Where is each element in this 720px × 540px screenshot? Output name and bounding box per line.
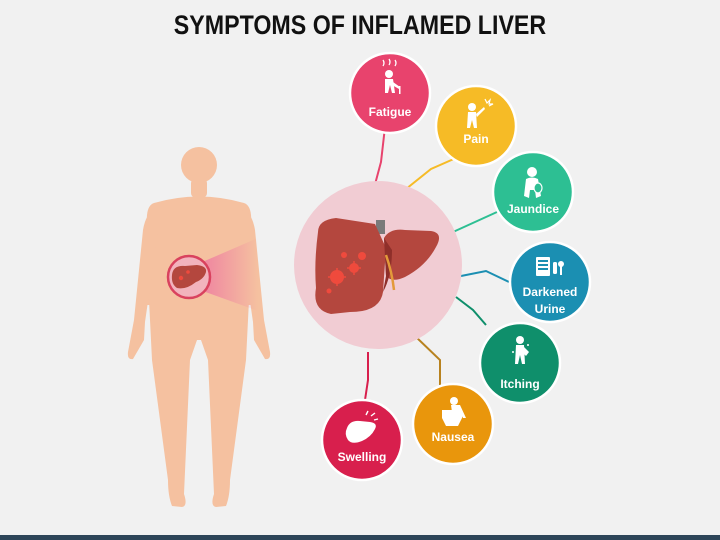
symptom-nausea: Nausea <box>411 382 495 466</box>
connector-swelling <box>364 352 369 401</box>
urine-label-line1: Darkened <box>523 285 578 299</box>
swollen-liver-icon <box>345 410 379 443</box>
itching-person-icon <box>512 336 529 364</box>
symptom-itching-circle <box>478 321 562 405</box>
jaundice-person-icon <box>524 167 543 198</box>
pain-person-icon <box>467 98 494 128</box>
symptom-swelling: Swelling <box>320 398 404 482</box>
inflammation-beam <box>200 238 258 311</box>
symptom-pain: Pain <box>434 84 518 168</box>
symptom-jaundice-circle <box>491 150 575 234</box>
jaundice-label: Jaundice <box>507 202 559 216</box>
itching-label: Itching <box>500 377 539 391</box>
symptom-urine-circle <box>508 240 592 324</box>
nausea-label: Nausea <box>432 430 475 444</box>
vomiting-person-icon <box>442 397 466 426</box>
symptom-darkened-urine: Darkened Urine <box>508 240 592 324</box>
symptom-fatigue: Fatigue <box>348 51 432 135</box>
fatigue-label: Fatigue <box>369 105 412 119</box>
symptom-jaundice: Jaundice <box>491 150 575 234</box>
connector-jaundice <box>452 211 498 233</box>
urine-test-icon <box>536 257 564 276</box>
urine-label-line2: Urine <box>535 302 566 316</box>
fatigued-person-icon <box>382 58 401 94</box>
swelling-label: Swelling <box>338 450 387 464</box>
symptom-itching: Itching <box>478 321 562 405</box>
inflamed-liver-icon <box>315 218 440 314</box>
bottom-bar <box>0 535 720 540</box>
page-title: SYMPTOMS OF INFLAMED LIVER <box>173 10 547 40</box>
connector-nausea <box>414 335 441 385</box>
body-liver-icon <box>166 254 212 300</box>
connector-urine <box>460 269 510 283</box>
central-liver-hub <box>294 181 462 349</box>
symptom-fatigue-circle <box>348 51 432 135</box>
connector-pain <box>405 157 457 190</box>
connector-itching <box>455 296 487 326</box>
connector-lines <box>364 126 510 401</box>
pain-label: Pain <box>463 132 488 146</box>
human-body-figure <box>127 147 271 507</box>
